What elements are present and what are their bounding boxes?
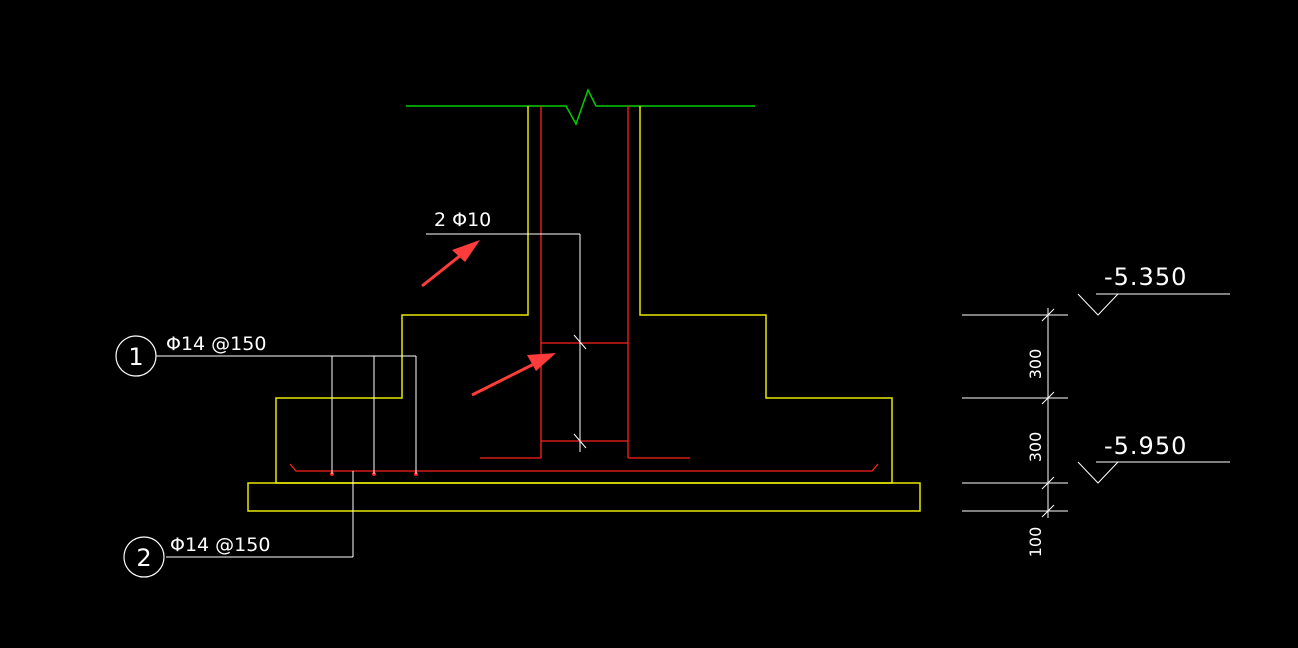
dimension-upper: 300 bbox=[1026, 349, 1045, 380]
callout-arrow-lower bbox=[471, 353, 556, 397]
dimension-lower: 100 bbox=[1026, 527, 1045, 558]
cushion-layer bbox=[247, 482, 921, 512]
rebar-1-leader bbox=[156, 355, 417, 474]
rebar-2-label: Φ14 @150 bbox=[170, 534, 270, 556]
elevation-top-label: -5.350 bbox=[1104, 263, 1187, 291]
callout-arrow-upper bbox=[421, 240, 480, 288]
elevation-top-marker bbox=[1077, 293, 1230, 316]
column-rebars bbox=[480, 106, 690, 459]
stirrup-label: 2 Φ10 bbox=[434, 209, 491, 231]
elevation-bottom-marker bbox=[1077, 461, 1230, 484]
bottom-mesh-rebar bbox=[289, 463, 879, 472]
elevation-bottom-label: -5.950 bbox=[1104, 432, 1187, 460]
dimension-middle: 300 bbox=[1026, 432, 1045, 463]
footing-outline bbox=[275, 106, 893, 484]
mark-1-label: 1 bbox=[128, 343, 143, 371]
stirrup-leader bbox=[426, 233, 587, 452]
break-line bbox=[406, 88, 755, 126]
mark-2-circle bbox=[123, 536, 165, 578]
rebar-1-label: Φ14 @150 bbox=[166, 333, 266, 355]
mark-2-label: 2 bbox=[136, 544, 151, 572]
dimension-lines bbox=[962, 308, 1068, 518]
rebar-2-leader bbox=[166, 471, 354, 558]
mark-1-circle bbox=[115, 335, 157, 377]
